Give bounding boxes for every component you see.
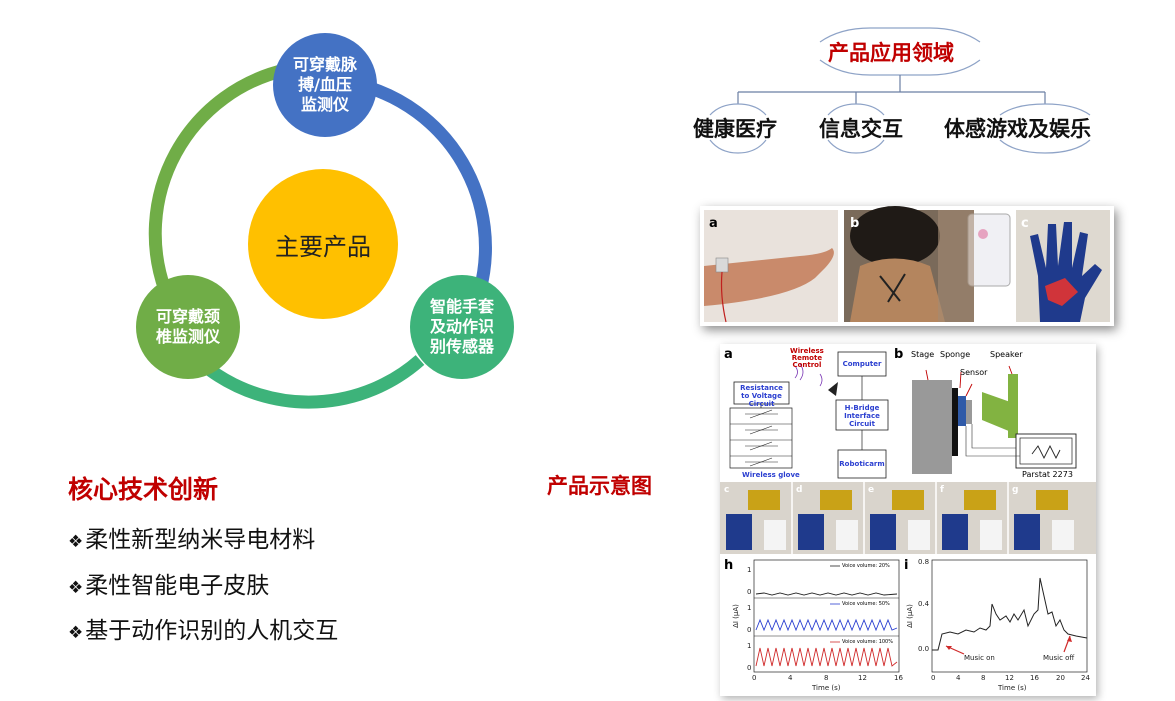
diamond-bullet-icon: ❖ [68,623,84,643]
application-tree [709,27,1091,154]
cycle-arc-teal [206,355,425,409]
music-off-label: Music off [1043,654,1075,662]
sensor-label: Sensor [960,368,988,377]
node-line: 监测仪 [300,95,349,114]
wireless-line: Control [792,361,822,369]
i-y-tick: 0.0 [918,645,930,653]
i-y-tick: 0.4 [918,600,930,608]
photo-letter: b [850,216,860,231]
stage-label: Stage [911,350,935,359]
innovation-item-text: 基于动作识别的人机交互 [85,618,339,644]
node-label-pulse-monitor: 可穿戴脉 搏/血压 监测仪 [273,45,377,125]
research-figure: a Wireless Remote Control Resistance to … [720,344,1096,696]
innovation-item-text: 柔性新型纳米导电材料 [85,527,316,553]
legend-label: Voice volume: 100% [842,639,893,645]
node-line: 可穿戴脉 [292,55,357,74]
application-item: 健康医疗 [693,117,777,141]
parstat-label: Parstat 2273 [1022,470,1073,479]
wireless-glove-label: Wireless glove [742,471,800,479]
diamond-bullet-icon: ❖ [68,578,84,598]
innovation-item-text: 柔性智能电子皮肤 [85,573,270,599]
diamond-bullet-icon: ❖ [68,532,84,552]
i-x-tick: 16 [1030,674,1039,682]
h-y-tick: 0 [747,588,752,596]
h-y-tick: 0 [747,664,752,672]
i-x-tick: 8 [981,674,986,682]
h-x-tick: 0 [752,674,757,682]
i-x-tick: 4 [956,674,961,682]
i-x-tick: 24 [1081,674,1090,682]
h-y-tick: 0 [747,626,752,634]
legend-label: Voice volume: 20% [842,563,890,569]
h-x-tick: 16 [894,674,903,682]
center-label: 主要产品 [275,232,371,261]
sponge-label: Sponge [940,350,971,359]
h-x-tick: 12 [858,674,867,682]
applications-title: 产品应用领域 [828,41,954,65]
resistance-box-label: Resistance to Voltage Circuit [740,384,783,408]
node-label-smart-glove: 智能手套 及动作识 别传感器 [410,287,514,367]
cycle-arc-green [148,63,287,293]
node-label-neck-monitor: 可穿戴颈 椎监测仪 [136,297,240,357]
h-y-tick: 1 [747,604,752,612]
research-figure-svg [720,351,1096,673]
product-photos-svg [704,206,1110,323]
roboticarm-box-label: Roboticarm [839,460,885,468]
strip-letter: g [1012,485,1019,495]
wireless-line: Wireless [790,347,824,355]
h-x-tick: 4 [788,674,793,682]
i-y-tick: 0.8 [918,558,930,566]
application-item: 信息交互 [819,117,903,141]
strip-letter: e [868,485,875,495]
strip-letter: d [796,485,803,495]
schematic-label: 产品示意图 [547,474,652,498]
i-ylabel: ΔI (μA) [905,604,914,628]
figure-panel-letter: i [904,558,909,573]
i-x-tick: 12 [1005,674,1014,682]
legend-label: Voice volume: 50% [842,601,890,607]
node-circle-pulse-monitor [273,33,377,137]
node-line: 及动作识 [429,317,494,336]
node-circle-smart-glove [410,275,514,379]
figure-panel-letter: h [724,558,734,573]
application-item: 体感游戏及娱乐 [944,117,1091,141]
h-y-tick: 1 [747,642,752,650]
i-xlabel: Time (s) [998,684,1027,692]
wireless-remote-label: Wireless Remote Control [790,348,824,369]
product-cycle-diagram [136,33,514,409]
center-circle [248,169,398,319]
speaker-label: Speaker [990,350,1023,359]
strip-letter: f [940,485,944,495]
h-xlabel: Time (s) [812,684,841,692]
node-line: 椎监测仪 [155,327,220,346]
figure-panel-letter: a [724,347,733,362]
computer-box-label: Computer [842,360,882,368]
i-x-tick: 20 [1056,674,1065,682]
node-circle-neck-monitor [136,275,240,379]
photo-letter: a [709,216,718,231]
node-line: 可穿戴颈 [155,307,220,326]
node-line: 智能手套 [429,297,494,316]
figure-panel-letter: b [894,347,904,362]
strip-letter: c [724,485,730,495]
innovation-item: ❖柔性智能电子皮肤 [68,566,269,600]
wireless-line: Remote [791,354,823,362]
h-x-tick: 8 [824,674,829,682]
h-ylabel: ΔI (μA) [731,604,740,628]
cycle-arc-blue [358,78,492,292]
photo-letter: c [1021,216,1029,231]
node-line: 搏/血压 [298,75,352,94]
innovation-title: 核心技术创新 [68,475,219,504]
product-photos: a b c [700,206,1114,326]
h-y-tick: 1 [747,566,752,574]
node-line: 别传感器 [429,337,494,356]
innovation-item: ❖柔性新型纳米导电材料 [68,520,315,554]
hbridge-box-label: H-Bridge Interface Circuit [844,404,880,428]
innovation-item: ❖基于动作识别的人机交互 [68,611,338,645]
music-on-label: Music on [964,654,995,662]
i-x-tick: 0 [931,674,936,682]
